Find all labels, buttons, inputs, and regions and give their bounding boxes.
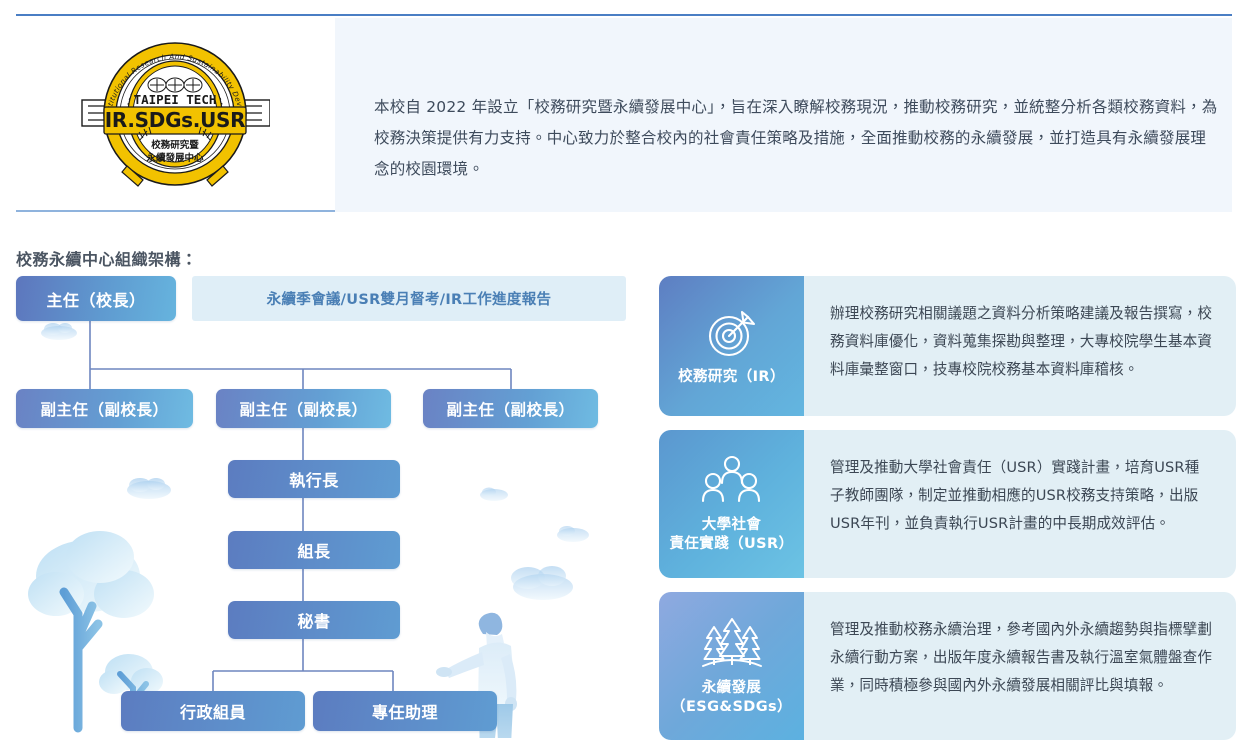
cloud-icon — [557, 526, 589, 542]
org-node-secretary[interactable]: 秘書 — [228, 601, 400, 639]
cloud-icon — [127, 478, 171, 499]
cloud-icon — [41, 323, 77, 340]
logo-badge-svg: Institutional Research And Sustainabilit… — [76, 21, 271, 187]
card-ir-text: 辦理校務研究相關議題之資料分析策略建議及報告撰寫，校務資料庫優化，資料蒐集探勘與… — [830, 305, 1213, 378]
card-ir[interactable]: 校務研究（IR） 辦理校務研究相關議題之資料分析策略建議及報告撰寫，校務資料庫優… — [659, 276, 1236, 416]
org-node-deputy-1[interactable]: 副主任（副校長） — [16, 389, 193, 428]
org-node-assistant[interactable]: 專任助理 — [313, 691, 497, 731]
card-usr-caption: 大學社會 責任實踐（USR） — [670, 516, 794, 554]
org-chart: 永續季會議/USR雙月督考/IR工作進度報告 主任（校長） 副主任（副校長） 副… — [16, 276, 626, 738]
org-node-director[interactable]: 主任（校長） — [16, 276, 176, 321]
intro-paragraph: 本校自 2022 年設立「校務研究暨永續發展中心」，旨在深入瞭解校務現況，推動校… — [374, 97, 1218, 178]
card-usr[interactable]: 大學社會 責任實踐（USR） 管理及推動大學社會責任（USR）實踐計畫，培育US… — [659, 430, 1236, 578]
org-connector-lines — [89, 321, 512, 691]
target-icon — [708, 310, 755, 357]
logo-sub-line1: 校務研究暨 — [151, 139, 199, 151]
logo-wheat — [138, 126, 212, 141]
org-node-admin-staff[interactable]: 行政組員 — [121, 691, 305, 731]
card-esg-icon-panel: 永續發展 （ESG&SDGs） — [659, 592, 804, 740]
card-usr-caption-line2: 責任實踐（USR） — [669, 535, 794, 552]
center-logo: Institutional Research And Sustainabilit… — [76, 21, 271, 200]
forest-trees-icon — [701, 617, 762, 667]
logo-crest-icons — [147, 77, 203, 93]
logo-school-name: TAIPEI TECH — [134, 92, 217, 107]
logo-bottom-ribbons — [121, 165, 229, 187]
org-section-title: 校務永續中心組織架構： — [16, 250, 198, 269]
card-esg-caption: 永續發展 （ESG&SDGs） — [671, 679, 792, 717]
cloud-icon — [480, 487, 508, 501]
card-usr-text: 管理及推動大學社會責任（USR）實踐計畫，培育USR種子教師團隊，制定並推動相應… — [830, 459, 1200, 532]
card-ir-caption: 校務研究（IR） — [678, 368, 785, 387]
org-node-ceo[interactable]: 執行長 — [228, 460, 400, 498]
function-cards: 校務研究（IR） 辦理校務研究相關議題之資料分析策略建議及報告撰寫，校務資料庫優… — [659, 276, 1236, 754]
people-group-icon — [701, 455, 760, 502]
org-node-chief[interactable]: 組長 — [228, 531, 400, 569]
card-ir-icon-panel: 校務研究（IR） — [659, 276, 804, 416]
card-esg-text: 管理及推動校務永續治理，參考國內外永續趨勢與指標擘劃永續行動方案，出版年度永續報… — [830, 621, 1213, 694]
card-esg-sdgs[interactable]: 永續發展 （ESG&SDGs） 管理及推動校務永續治理，參考國內外永續趨勢與指標… — [659, 592, 1236, 740]
org-decorative-illustration — [28, 323, 589, 738]
logo-sub-line2: 永續發展中心 — [145, 152, 204, 164]
card-usr-caption-line1: 大學社會 — [701, 516, 762, 533]
intro-panel-background — [335, 18, 1232, 212]
card-ir-caption-line1: 校務研究（IR） — [678, 369, 785, 385]
org-node-deputy-3[interactable]: 副主任（副校長） — [423, 389, 598, 428]
org-banner-note: 永續季會議/USR雙月督考/IR工作進度報告 — [192, 276, 626, 321]
card-esg-caption-line2: （ESG&SDGs） — [671, 698, 792, 715]
cloud-icon — [511, 566, 573, 600]
card-esg-caption-line1: 永續發展 — [701, 679, 762, 696]
org-node-deputy-2[interactable]: 副主任（副校長） — [216, 389, 391, 428]
intro-banner: Institutional Research And Sustainabilit… — [16, 14, 1232, 212]
logo-main-text: IR.SDGs.USR — [105, 108, 245, 132]
card-usr-icon-panel: 大學社會 責任實踐（USR） — [659, 430, 804, 578]
